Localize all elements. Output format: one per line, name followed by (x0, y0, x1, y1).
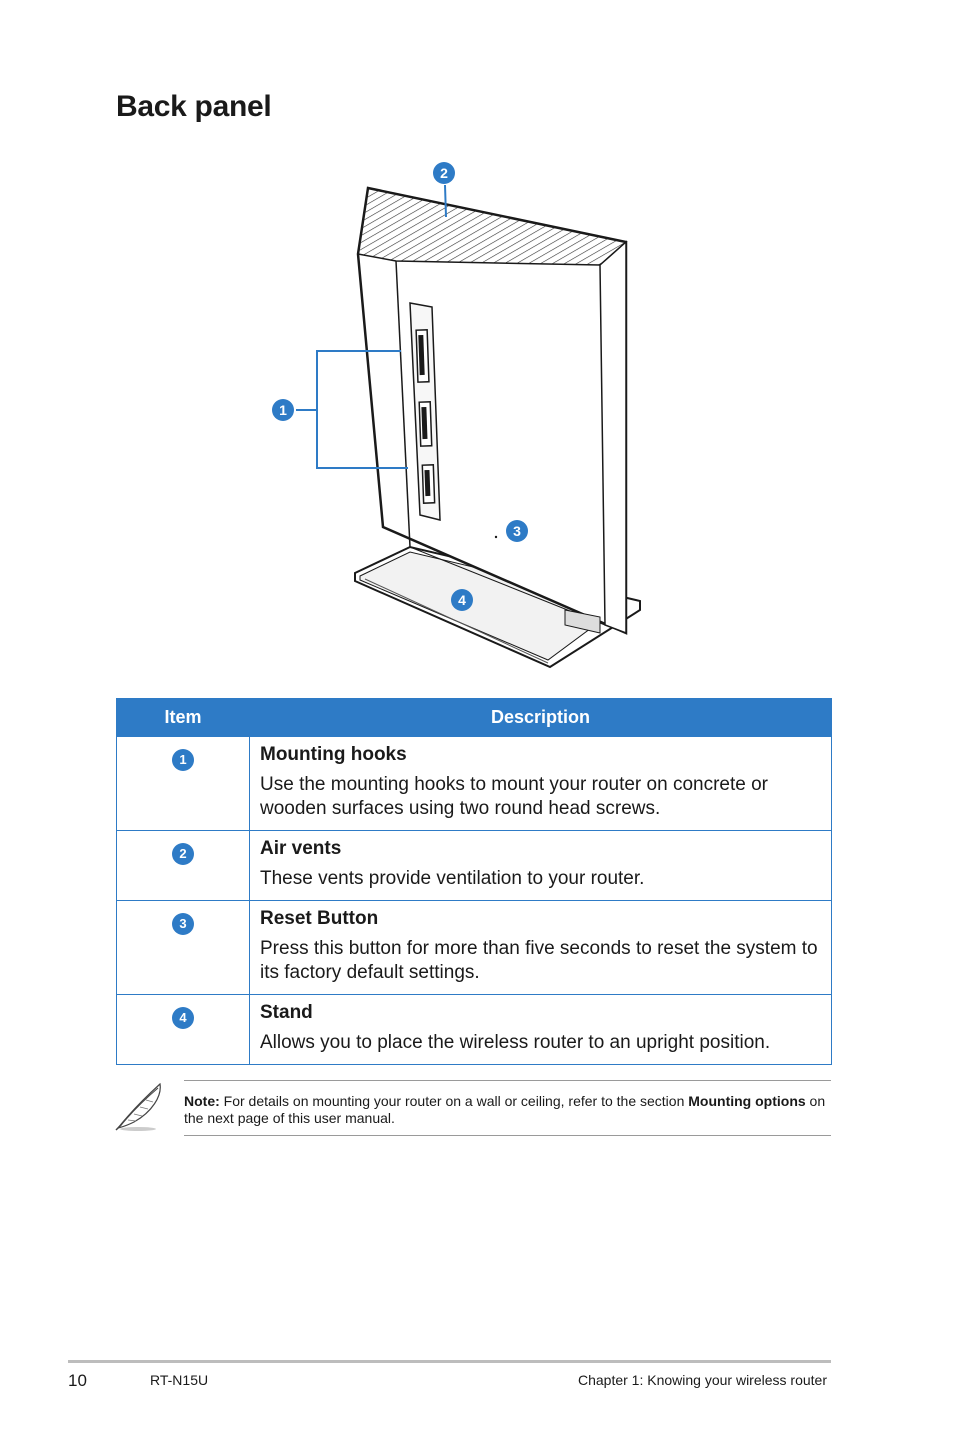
router-illustration (296, 184, 641, 669)
feather-pen-icon (112, 1080, 168, 1132)
header-description: Description (249, 698, 832, 737)
row-text: Press this button for more than five sec… (260, 938, 818, 983)
footer-model: RT-N15U (150, 1372, 209, 1388)
description-cell: Stand Allows you to place the wireless r… (249, 994, 832, 1065)
note-text-after: on the next page of this user manual. (184, 1093, 826, 1126)
note-box: Note: For details on mounting your route… (184, 1080, 831, 1136)
callout-badge: 2 (433, 162, 455, 184)
header-item: Item (116, 698, 250, 737)
table-row: 2 Air vents These vents provide ventilat… (116, 830, 832, 901)
item-cell: 3 (116, 900, 250, 995)
page-number: 10 (68, 1371, 87, 1390)
row-text: These vents provide ventilation to your … (260, 868, 645, 889)
item-cell: 1 (116, 736, 250, 831)
table-header-row: Item Description (116, 698, 832, 737)
item-number-badge: 2 (172, 843, 194, 865)
callout-badge: 4 (451, 589, 473, 611)
row-title: Air vents (260, 838, 342, 859)
callout-badge: 1 (272, 399, 294, 421)
callout-lines (296, 184, 447, 469)
row-title: Stand (260, 1002, 313, 1023)
table-row: 3 Reset Button Press this button for mor… (116, 900, 832, 995)
item-number-badge: 4 (172, 1007, 194, 1029)
note-text-before: For details on mounting your router on a… (219, 1093, 689, 1109)
item-cell: 2 (116, 830, 250, 901)
page-title: Back panel (116, 90, 272, 123)
router-back-panel-figure: 1 2 3 4 (260, 155, 660, 675)
item-cell: 4 (116, 994, 250, 1065)
description-cell: Reset Button Press this button for more … (249, 900, 832, 995)
item-number-badge: 3 (172, 913, 194, 935)
table-row: 1 Mounting hooks Use the mounting hooks … (116, 736, 832, 831)
description-cell: Mounting hooks Use the mounting hooks to… (249, 736, 832, 831)
footer-rule (68, 1360, 831, 1363)
mounting-hooks-shape (409, 302, 441, 521)
row-title: Mounting hooks (260, 744, 407, 765)
note-label: Note: (184, 1093, 220, 1109)
back-panel-table: Item Description 1 Mounting hooks Use th… (116, 698, 832, 1065)
row-text: Allows you to place the wireless router … (260, 1032, 771, 1053)
row-title: Reset Button (260, 908, 379, 929)
callout-badge: 3 (506, 520, 528, 542)
router-body (356, 186, 628, 635)
footer-chapter: Chapter 1: Knowing your wireless router (577, 1372, 827, 1388)
item-number-badge: 1 (172, 749, 194, 771)
description-cell: Air vents These vents provide ventilatio… (249, 830, 832, 901)
row-text: Use the mounting hooks to mount your rou… (260, 774, 768, 819)
note-link-text: Mounting options (688, 1093, 806, 1109)
reset-button-dot (494, 535, 498, 539)
table-row: 4 Stand Allows you to place the wireless… (116, 994, 832, 1065)
